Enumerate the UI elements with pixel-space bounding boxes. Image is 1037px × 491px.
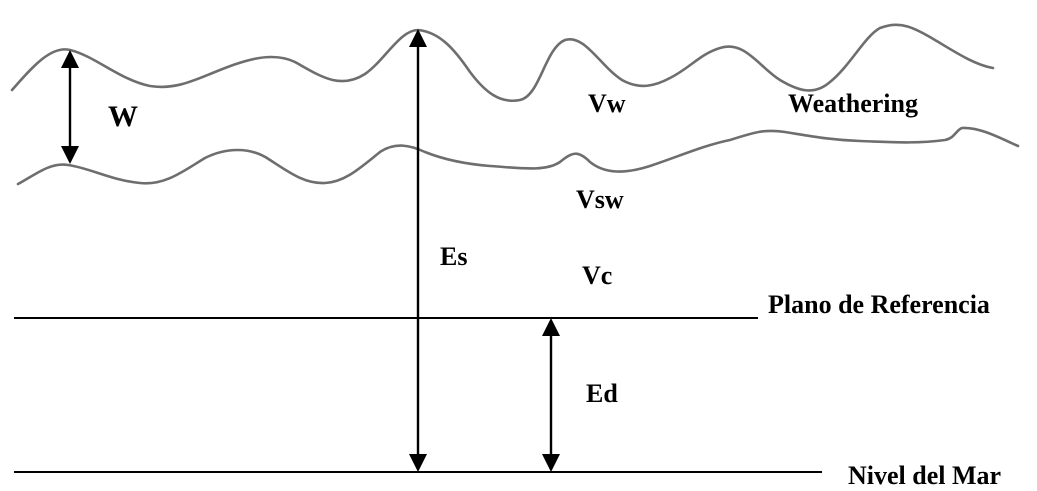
label-ed: Ed — [586, 379, 618, 408]
w-thickness-arrow — [61, 50, 79, 164]
label-vc: Vc — [582, 261, 612, 290]
surface-wave — [10, 23, 995, 103]
weathering-base-wave — [16, 126, 1020, 186]
label-vw: Vw — [588, 89, 626, 118]
es-elevation-arrow — [409, 29, 427, 472]
label-w: W — [108, 100, 138, 133]
label-sea-level: Nivel del Mar — [848, 461, 1001, 490]
label-reference-plane: Plano de Referencia — [768, 290, 990, 319]
label-es: Es — [440, 242, 467, 271]
ed-datum-arrow — [542, 318, 560, 472]
label-vsw: Vsw — [576, 185, 624, 214]
label-weathering: Weathering — [788, 89, 918, 118]
